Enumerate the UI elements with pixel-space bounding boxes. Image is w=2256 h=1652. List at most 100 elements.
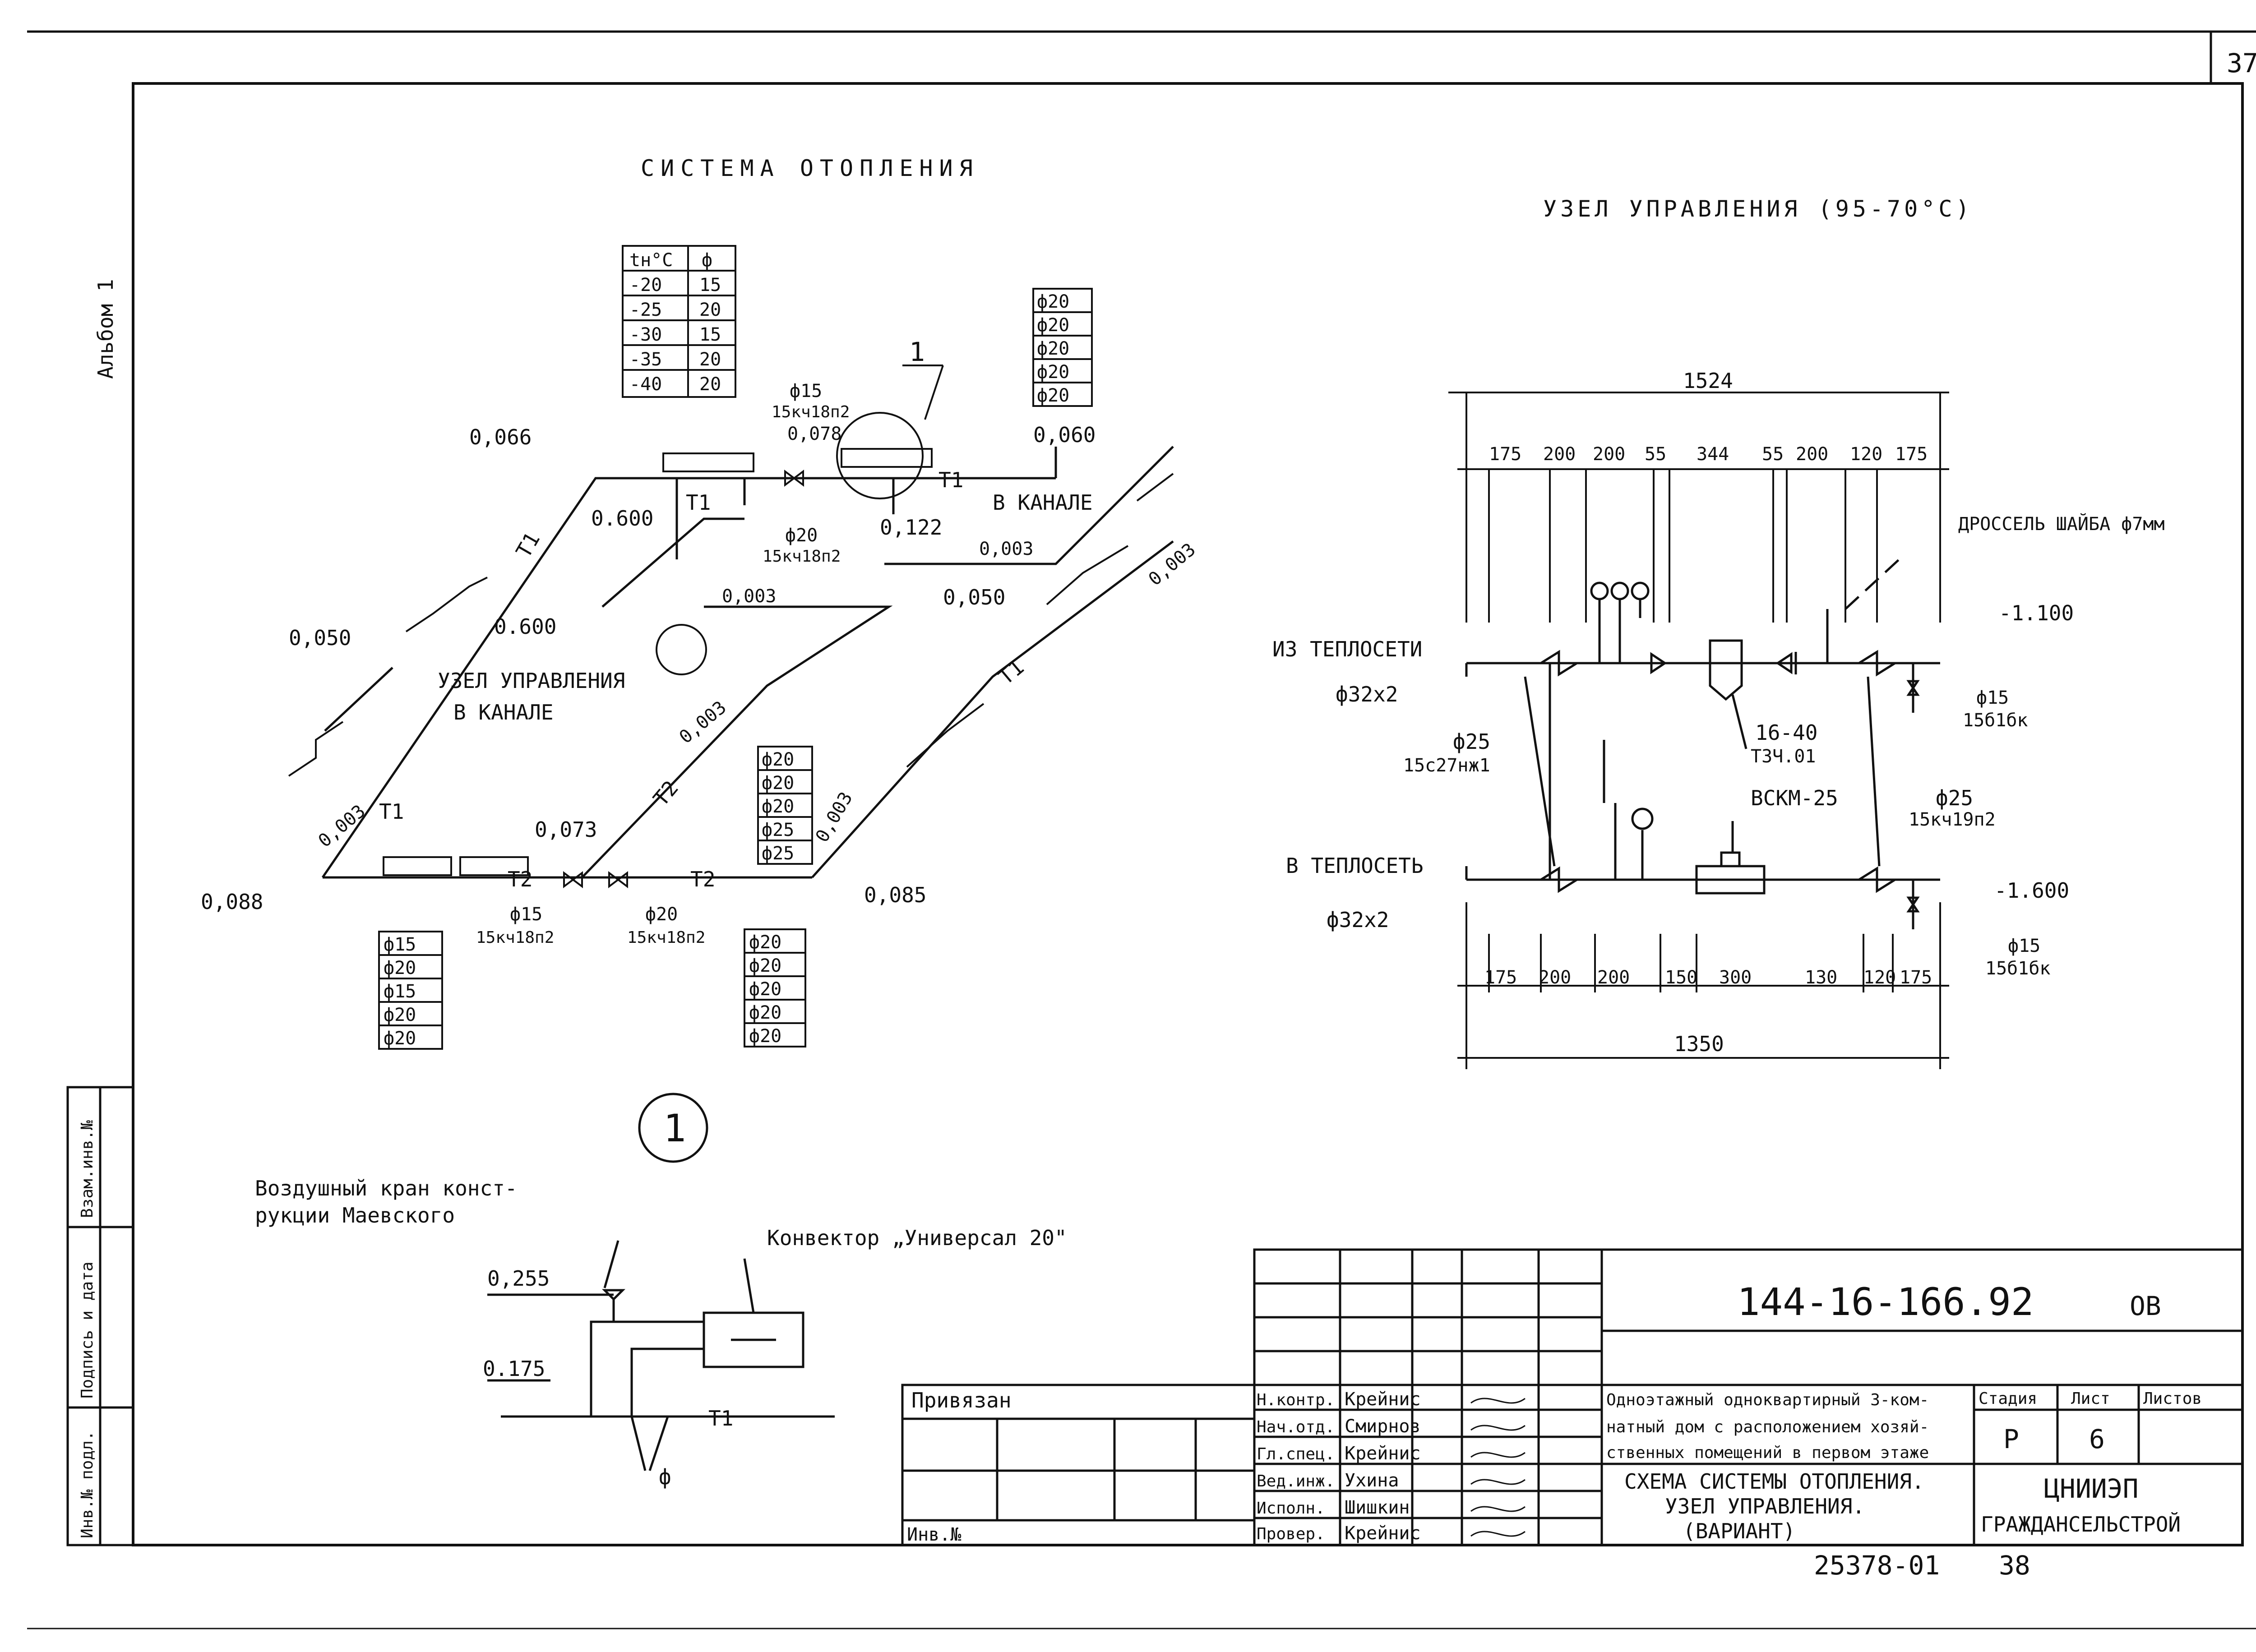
role-4: Вед.инж. <box>1257 1472 1335 1490</box>
temp-row-1-t: -20 <box>629 275 662 295</box>
drain-top-d: ф15 <box>1976 688 2009 708</box>
top-dim-6: 55 <box>1762 444 1784 465</box>
valve-left-code: 15с27нж1 <box>1403 755 1490 776</box>
name-1: Крейнис <box>1345 1389 1421 1410</box>
elev-600a: 0.600 <box>591 506 653 531</box>
temp-row-5-t: -40 <box>629 374 662 395</box>
riser-mid-2: ф20 <box>762 773 794 794</box>
elev-050a: 0,050 <box>289 626 351 650</box>
title-block <box>901 1248 2244 1546</box>
detail-pipe-t1: Т1 <box>708 1406 733 1431</box>
riser-mid-5: ф25 <box>762 843 794 864</box>
to-network: В ТЕПЛОСЕТЬ <box>1286 854 1424 878</box>
detail-elev-255: 0,255 <box>487 1266 550 1291</box>
riser-br-5: ф20 <box>749 1026 781 1047</box>
top-dim-3: 200 <box>1593 444 1625 465</box>
attached-label: Привязан <box>911 1388 1012 1412</box>
from-network: ИЗ ТЕПЛОСЕТИ <box>1272 637 1422 661</box>
role-3: Гл.спец. <box>1257 1445 1335 1463</box>
marker-1 <box>661 1038 679 1058</box>
detail-marker: 1 <box>663 1106 686 1150</box>
slope-2: 0,003 <box>979 539 1033 559</box>
project-line-2: натный дом с расположением хозяй- <box>1606 1418 1929 1436</box>
temp-header-d: ф <box>702 250 712 271</box>
slope-1: 0,003 <box>722 586 776 607</box>
name-3: Крейнис <box>1345 1443 1421 1464</box>
name-2: Смирнов <box>1345 1416 1421 1437</box>
stage-value: Р <box>2003 1424 2019 1454</box>
top-dim-1: 175 <box>1489 444 1521 465</box>
pipe-t1-a: Т1 <box>511 528 545 562</box>
stage-header: Стадия <box>1979 1389 2037 1408</box>
pipe-bottom-size: ф32х2 <box>1327 908 1389 932</box>
top-dim-8: 120 <box>1850 444 1882 465</box>
pipe-t1-e: Т1 <box>379 799 404 824</box>
top-dim-5: 344 <box>1697 444 1729 465</box>
top-dim-2: 200 <box>1543 444 1576 465</box>
riser-bl-4: ф20 <box>384 1005 416 1025</box>
detail-elev-175: 0.175 <box>483 1357 545 1381</box>
valve-br-code: 15кч18п2 <box>627 928 705 947</box>
filter-code: ТЗЧ.01 <box>1751 746 1816 767</box>
temp-row-3-d: 15 <box>699 324 721 345</box>
riser-br-4: ф20 <box>749 1002 781 1023</box>
valve-mid-code: 15кч18п2 <box>763 547 841 566</box>
detail-d: ф <box>659 1465 671 1489</box>
sheet-header: Лист <box>2071 1389 2110 1408</box>
bottom-page: 38 <box>1999 1550 2030 1581</box>
pipe-t2-b: Т2 <box>508 867 532 891</box>
side-sign-label: Подпись и дата <box>78 1262 97 1398</box>
callout-leader-2 <box>924 365 944 420</box>
bottom-dim-7: 120 <box>1863 967 1896 988</box>
side-inv-label: Инв.№ подл. <box>78 1431 97 1538</box>
elev-top: -1.100 <box>1999 601 2074 625</box>
elev-085: 0,085 <box>864 883 926 907</box>
album-label: Альбом 1 <box>93 279 118 379</box>
bottom-dim-5: 300 <box>1719 967 1752 988</box>
throttle-label: ДРОССЕЛЬ ШАЙБА ф7мм <box>1958 513 2165 535</box>
elev-073: 0,073 <box>535 817 597 842</box>
valve-bl-code: 15кч18п2 <box>476 928 554 947</box>
drain-bottom-code: 15б1бк <box>1985 958 2051 979</box>
valve-br-d: ф20 <box>645 904 678 925</box>
top-total-dim: 1524 <box>1683 369 1733 393</box>
pipe-t2-a: Т2 <box>648 776 683 811</box>
valve-top-d: ф15 <box>790 381 822 401</box>
control-unit-piping <box>1465 554 1940 929</box>
riser-tr-1: ф20 <box>1037 291 1069 312</box>
note-control-unit: УЗЕЛ УПРАВЛЕНИЯ <box>438 669 625 693</box>
riser-tr-3: ф20 <box>1037 338 1069 359</box>
pipe-top-size: ф32х2 <box>1336 682 1398 706</box>
valve-top-code: 15кч18п2 <box>772 403 850 421</box>
org-name-1: ЦНИИЭП <box>2044 1473 2139 1504</box>
riser-br-2: ф20 <box>749 955 781 976</box>
top-dim-4: 55 <box>1645 444 1666 465</box>
heating-title: СИСТЕМА ОТОПЛЕНИЯ <box>641 155 979 181</box>
riser-bl-3: ф15 <box>384 981 416 1002</box>
riser-br-1: ф20 <box>749 932 781 953</box>
bottom-dim-6: 130 <box>1805 967 1837 988</box>
filter-label: 16-40 <box>1755 720 1817 745</box>
pipe-t2-c: Т2 <box>690 867 715 891</box>
riser-tr-4: ф20 <box>1037 362 1069 383</box>
top-dim-7: 200 <box>1796 444 1828 465</box>
riser-mid-1: ф20 <box>762 749 794 770</box>
role-2: Нач.отд. <box>1257 1418 1335 1436</box>
valves <box>563 470 804 888</box>
role-5: Исполн. <box>1257 1499 1325 1518</box>
sheets-header: Листов <box>2143 1389 2202 1408</box>
note-callout-1: 1 <box>909 337 925 367</box>
air-valve-line-1: Воздушный кран конст- <box>255 1176 518 1200</box>
sheet-title-2: УЗЕЛ УПРАВЛЕНИЯ. <box>1665 1494 1865 1518</box>
bottom-dim-3: 200 <box>1597 967 1630 988</box>
temp-header-t: tн°С <box>629 250 673 271</box>
temp-table <box>622 245 736 398</box>
inv-label: Инв.№ <box>907 1524 961 1545</box>
pipe-t1-b: Т1 <box>686 490 711 515</box>
sheet-title-1: СХЕМА СИСТЕМЫ ОТОПЛЕНИЯ. <box>1624 1469 1924 1494</box>
air-valve-line-2: рукции Маевского <box>255 1203 455 1227</box>
name-4: Ухина <box>1345 1470 1399 1491</box>
control-unit-dims <box>1448 392 1949 1069</box>
side-replace-label: Взам.инв.№ <box>78 1120 97 1218</box>
